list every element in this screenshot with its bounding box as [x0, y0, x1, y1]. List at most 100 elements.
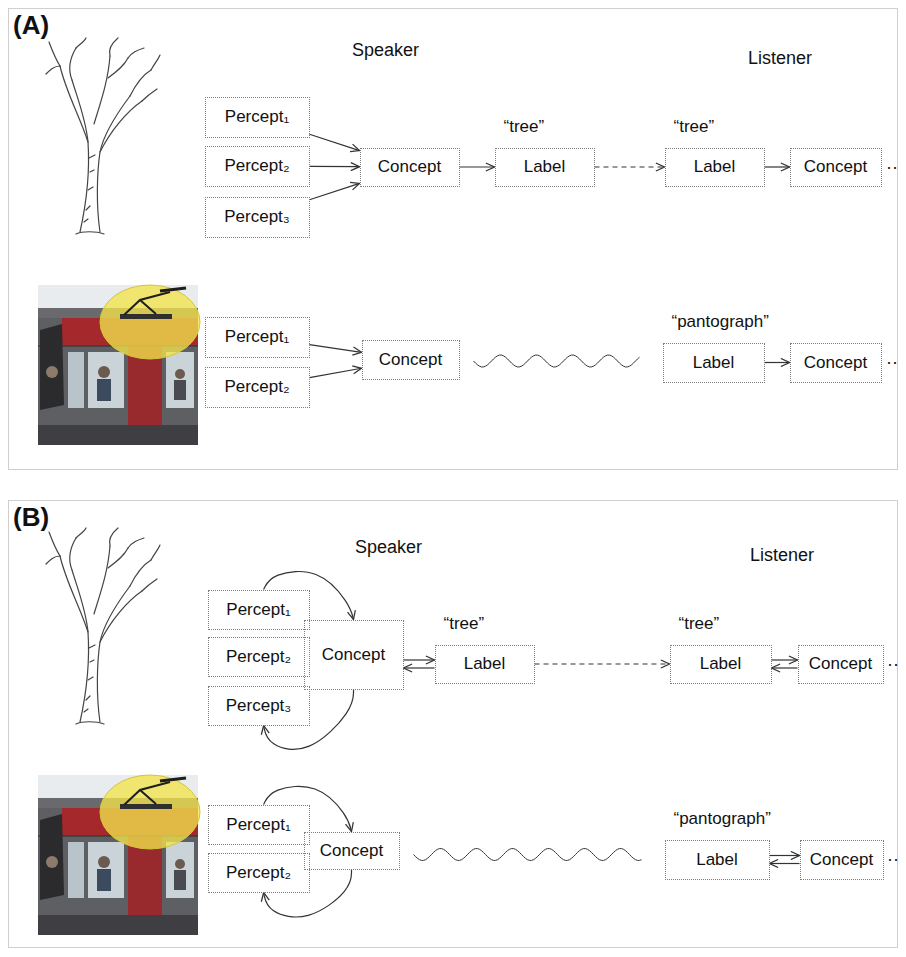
panel-letter: (B): [13, 502, 49, 533]
box-label: Percept₁: [226, 600, 290, 620]
dotted-box: Percept₂: [205, 146, 310, 187]
wavy-line: [414, 849, 642, 861]
arrow-line: [310, 368, 362, 377]
panel-frame: (B) Percept₁ Percept₂ Percept₃ Concept “tree”…: [8, 500, 898, 948]
arrow-line: [310, 183, 360, 199]
dotted-box: Percept₃: [205, 197, 310, 238]
box-label: Percept₁: [225, 107, 289, 127]
box-label: Concept: [379, 350, 442, 370]
dotted-box: Percept₁: [205, 317, 310, 358]
dotted-box: Concept: [790, 343, 882, 383]
box-label: Percept₃: [224, 207, 290, 227]
dotted-box: Concept: [304, 620, 404, 690]
dotted-box: Concept: [790, 148, 882, 187]
box-label: Concept: [804, 157, 867, 177]
role-label: Listener: [750, 545, 814, 565]
dotted-box: Percept₂: [208, 637, 310, 677]
quoted-word: “tree”: [444, 614, 485, 633]
dotted-box: Concept: [800, 840, 884, 880]
dotted-box: Percept₁: [208, 590, 310, 630]
quoted-word: “tree”: [504, 117, 545, 136]
role-label: ··: [886, 157, 898, 177]
tree-illustration: [46, 38, 160, 234]
arrow-line: [595, 166, 665, 167]
box-label: Percept₂: [226, 863, 291, 883]
box-label: Concept: [322, 645, 385, 665]
side-label-holder: Listener: [750, 545, 814, 566]
panel-frame: (A) Percept₁ Percept₂ Percept₃ Concept “tree”…: [8, 8, 898, 470]
arrow-line: [772, 659, 798, 660]
side-label-holder: ··: [886, 157, 898, 178]
quoted-word-holder: “tree”: [504, 117, 545, 137]
arrow-line: [310, 166, 360, 168]
box-label: Label: [694, 157, 736, 177]
arrow-line: [770, 855, 800, 856]
side-label-holder: ··: [886, 352, 898, 373]
quoted-word-holder: “tree”: [674, 117, 715, 137]
box-label: Label: [696, 850, 738, 870]
box-label: Label: [700, 654, 742, 674]
panel-letter: (A): [13, 10, 49, 41]
box-label: Label: [464, 654, 506, 674]
box-label: Concept: [378, 157, 441, 177]
side-label-holder: Speaker: [352, 40, 419, 61]
dotted-box: Concept: [362, 340, 460, 380]
side-label-holder: Speaker: [355, 537, 422, 558]
arrow-line: [765, 362, 790, 363]
tree-illustration: [46, 528, 160, 724]
role-label: Speaker: [352, 40, 419, 60]
quoted-word: “tree”: [679, 614, 720, 633]
side-label-holder: Listener: [748, 48, 812, 69]
quoted-word-holder: “pantograph”: [672, 312, 769, 332]
role-label: ··: [886, 352, 898, 372]
role-label: Listener: [748, 48, 812, 68]
dotted-box: “pantograph”Label: [663, 343, 765, 383]
quoted-word-holder: “pantograph”: [674, 809, 771, 829]
arrow-line: [770, 863, 800, 864]
arrow-line: [310, 345, 362, 353]
arrow-line: [765, 166, 790, 167]
box-label: Label: [524, 157, 566, 177]
dotted-box: Percept₁: [208, 805, 310, 845]
side-label-holder: ··: [887, 654, 899, 675]
box-label: Concept: [320, 841, 383, 861]
box-label: Label: [693, 353, 735, 373]
arrow-line: [404, 659, 435, 660]
dotted-box: Percept₂: [208, 853, 310, 893]
dotted-box: “tree”Label: [670, 645, 772, 684]
dotted-box: Percept₁: [205, 97, 310, 138]
arrow-line: [772, 667, 798, 668]
box-label: Percept₂: [224, 377, 289, 397]
arrow-line: [535, 663, 670, 664]
dotted-box: “tree”Label: [435, 645, 535, 684]
box-label: Percept₃: [226, 696, 292, 716]
arrow-line: [460, 166, 495, 167]
dotted-box: “tree”Label: [665, 148, 765, 187]
box-label: Percept₁: [226, 815, 290, 835]
role-label: ··: [887, 654, 899, 674]
role-label: ··: [887, 849, 899, 869]
box-label: Percept₂: [226, 647, 291, 667]
quoted-word: “tree”: [674, 117, 715, 136]
tram-illustration: [38, 285, 200, 445]
dotted-box: Concept: [304, 832, 400, 870]
box-label: Concept: [804, 353, 867, 373]
side-label-holder: ··: [887, 849, 899, 870]
dotted-box: “tree”Label: [495, 148, 595, 187]
quoted-word-holder: “tree”: [444, 614, 485, 634]
quoted-word-holder: “tree”: [679, 614, 720, 634]
box-label: Percept₁: [225, 327, 289, 347]
dotted-box: Concept: [360, 148, 460, 187]
dotted-box: Percept₃: [208, 686, 310, 726]
box-label: Concept: [810, 850, 873, 870]
role-label: Speaker: [355, 537, 422, 557]
arrow-line: [404, 667, 435, 668]
box-label: Concept: [809, 654, 872, 674]
quoted-word: “pantograph”: [672, 312, 769, 331]
dotted-box: “pantograph”Label: [665, 840, 770, 880]
quoted-word: “pantograph”: [674, 809, 771, 828]
arrow-line: [310, 134, 360, 150]
dotted-box: Percept₂: [205, 367, 310, 408]
dotted-box: Concept: [798, 645, 884, 684]
